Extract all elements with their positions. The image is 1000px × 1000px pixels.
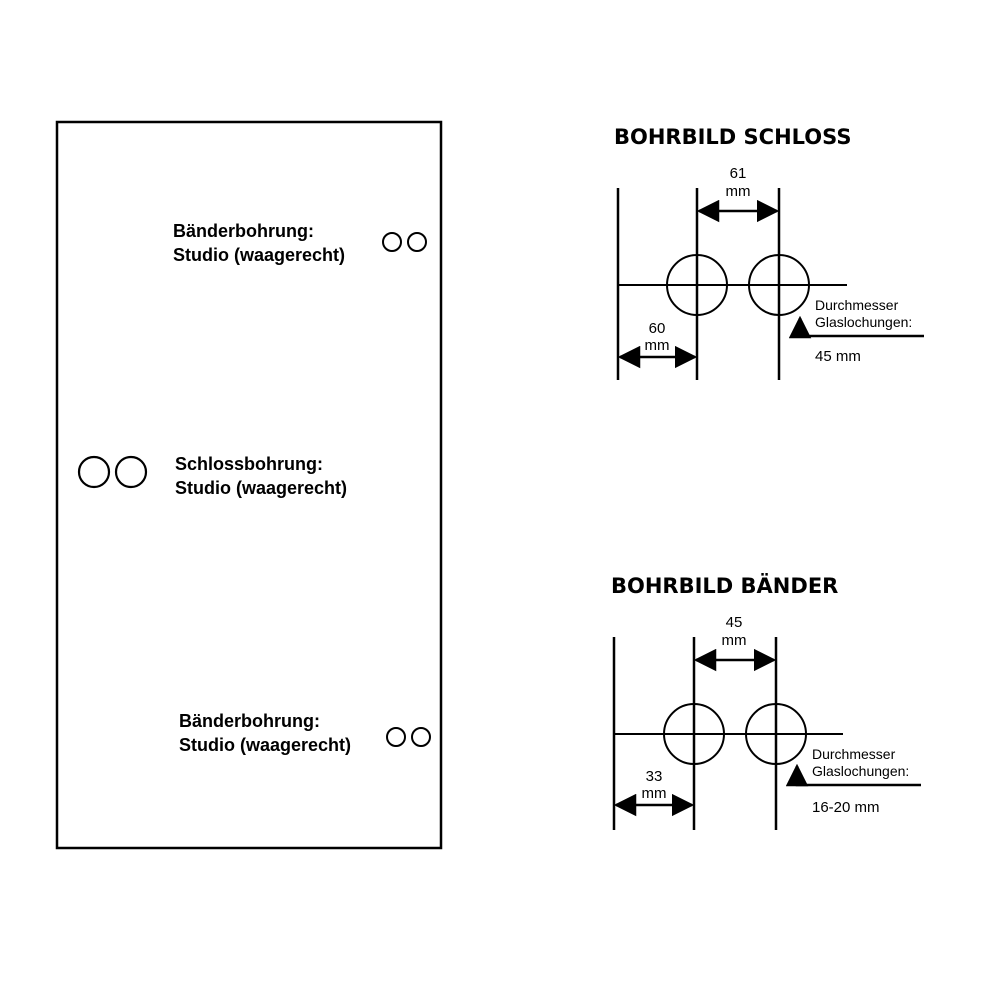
baender-spacing-unit: mm [722, 632, 747, 649]
schloss-spacing-unit: mm [726, 183, 751, 200]
baender-hole-2 [745, 703, 807, 765]
baender-edge-value: 33 [646, 768, 663, 785]
schloss-diameter-label-2: Glaslochungen: [815, 314, 912, 330]
baender-title: BOHRBILD BÄNDER [611, 573, 838, 598]
hinge-bottom-hole-right [411, 727, 431, 747]
lock-label-line2: Studio (waagerecht) [175, 478, 347, 498]
baender-spacing-value: 45 [726, 614, 743, 631]
hinge-bottom-label-line1: Bänderbohrung: [179, 711, 320, 731]
schloss-spacing-value: 61 [730, 165, 747, 182]
hinge-top-hole-left [382, 232, 402, 252]
lock-hole-right [114, 455, 148, 489]
schloss-edge-unit: mm [645, 337, 670, 354]
baender-diameter-label-1: Durchmesser [812, 746, 896, 762]
baender-hole-1 [663, 703, 725, 765]
bohrbild-baender: BOHRBILD BÄNDER 45 mm 33 mm Durchmesser … [611, 573, 921, 830]
schloss-hole-2 [748, 254, 810, 316]
hinge-top-hole-right [407, 232, 427, 252]
baender-diameter-value: 16-20 mm [812, 799, 880, 816]
lock-label-line1: Schlossbohrung: [175, 454, 323, 474]
schloss-diameter-label-1: Durchmesser [815, 297, 899, 313]
hinge-top-label-line2: Studio (waagerecht) [173, 245, 345, 265]
baender-diameter-leader [785, 763, 921, 787]
baender-diameter-label-2: Glaslochungen: [812, 763, 909, 779]
schloss-diameter-value: 45 mm [815, 348, 861, 365]
hinge-bottom-hole-left [386, 727, 406, 747]
schloss-hole-1 [666, 254, 728, 316]
hinge-bottom-label-line2: Studio (waagerecht) [179, 735, 351, 755]
schloss-diameter-leader [788, 315, 924, 339]
lock-hole-left [77, 455, 111, 489]
door-panel: Bänderbohrung: Studio (waagerecht) Schlo… [55, 120, 443, 850]
door-outline [55, 120, 443, 850]
schloss-title: BOHRBILD SCHLOSS [614, 125, 851, 149]
bohrbild-schloss: BOHRBILD SCHLOSS 61 mm 60 mm Durchmesser… [614, 125, 924, 380]
hinge-top-label-line1: Bänderbohrung: [173, 221, 314, 241]
baender-edge-unit: mm [642, 785, 667, 802]
schloss-edge-value: 60 [649, 320, 666, 337]
